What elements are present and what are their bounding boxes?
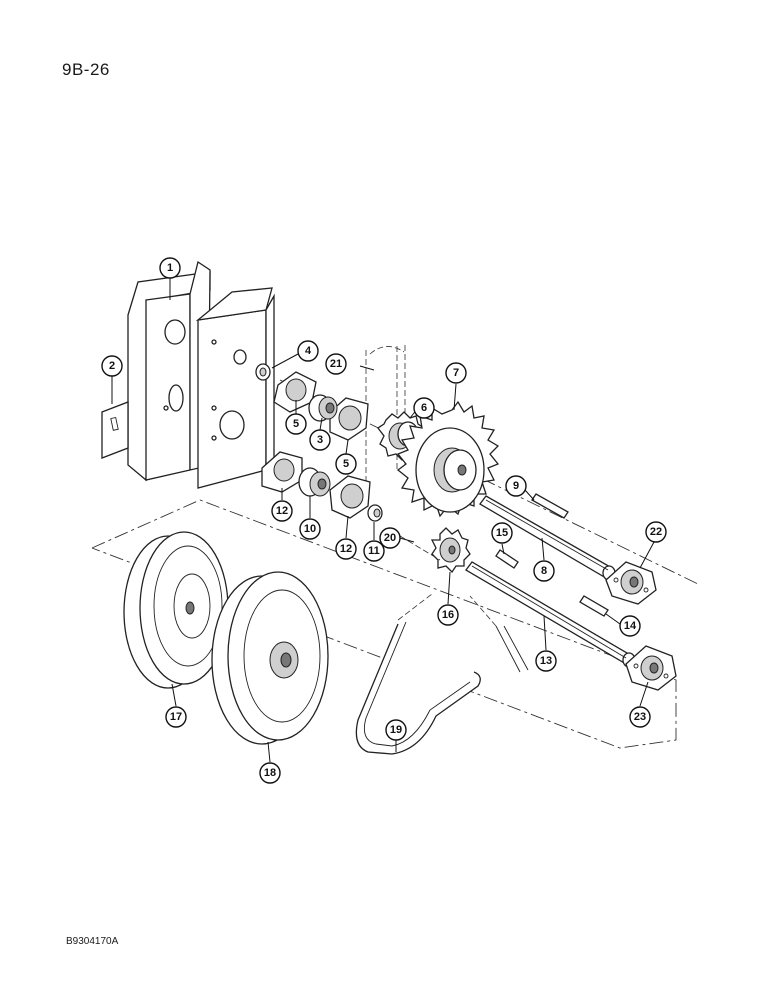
page-number: 9B-26 [62,60,110,79]
callout-label: 3 [317,434,323,446]
callout-label: 19 [390,724,402,736]
callout-6: 6 [413,397,435,419]
callout-label: 5 [293,418,299,430]
callout-12b: 12 [335,538,357,560]
callout-17: 17 [165,706,187,728]
callout-22: 22 [645,521,667,543]
callout-label: 21 [330,358,342,370]
callout-9: 9 [505,475,527,497]
callout-label: 4 [305,345,312,357]
callout-label: 7 [453,367,459,379]
callout-label: 11 [368,545,380,557]
callout-4: 4 [297,340,319,362]
callout-19: 19 [385,719,407,741]
key-upper [531,493,569,519]
callout-15: 15 [491,522,513,544]
callout-label: 12 [276,505,288,517]
callout-label: 9 [513,480,519,492]
flange-bearing-upper [605,561,657,605]
callout-label: 2 [109,360,115,372]
callout-label: 20 [384,532,396,544]
callout-label: 8 [541,565,547,577]
drawing-code: B9304170A [66,936,119,947]
callout-label: 15 [496,527,508,539]
callout-label: 13 [540,655,552,667]
callout-12a: 12 [271,500,293,522]
v-belt [355,593,529,755]
callout-label: 22 [650,526,662,538]
pulley-large [211,571,329,745]
callout-3: 3 [309,429,331,451]
callout-11: 11 [363,540,385,562]
callout-label: 1 [167,262,173,274]
collar [367,504,383,522]
callout-7: 7 [445,362,467,384]
callout-14: 14 [619,615,641,637]
callout-1: 1 [159,257,181,279]
callout-20: 20 [379,527,401,549]
callout-label: 16 [442,609,454,621]
callout-8: 8 [533,560,555,582]
callout-18: 18 [259,762,281,784]
callout-label: 6 [421,402,427,414]
callout-5a: 5 [285,413,307,435]
key-lower [495,549,519,569]
callout-2: 2 [101,355,123,377]
callout-label: 18 [264,767,276,779]
flange-plates-lower [261,451,371,519]
callout-23: 23 [629,706,651,728]
mounting-bracket [127,260,275,489]
upper-shaft [479,495,616,581]
callout-13: 13 [535,650,557,672]
lower-sprocket [430,527,471,574]
drive-chain [369,346,441,561]
key-shaft [579,595,609,617]
callout-label: 12 [340,543,352,555]
callout-10: 10 [299,518,321,540]
callout-label: 5 [343,458,349,470]
bearing-lower [298,467,331,497]
callout-16: 16 [437,604,459,626]
large-sprocket [396,400,500,518]
nut [255,363,271,381]
callout-label: 17 [170,711,182,723]
callout-5b: 5 [335,453,357,475]
plate [101,401,129,459]
callout-label: 23 [634,711,646,723]
flange-bearing-lower [625,645,677,691]
flange-plates-upper [273,371,369,441]
callout-label: 14 [624,620,637,632]
callout-label: 10 [304,523,316,535]
callout-21: 21 [325,353,347,375]
bearing-upper [308,394,338,422]
leader-lines [111,278,655,763]
